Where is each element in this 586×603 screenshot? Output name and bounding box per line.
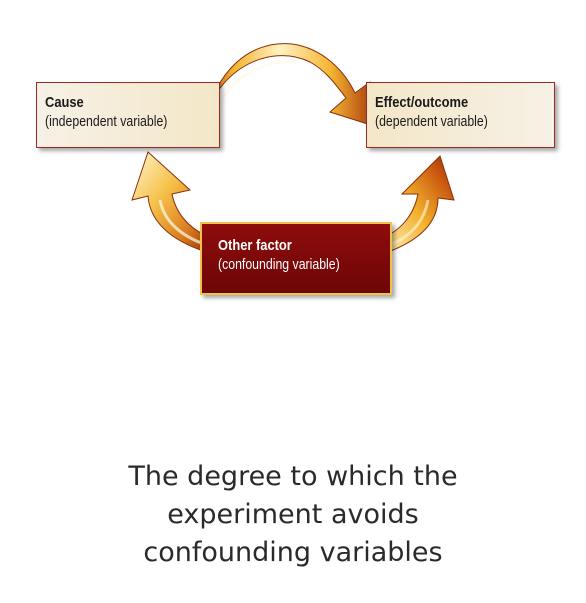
cause-title: Cause	[45, 94, 84, 111]
caption-line-1: The degree to which the	[128, 461, 458, 492]
caption-line-3: confounding variables	[143, 537, 443, 568]
confounder-box: Other factor (confounding variable)	[200, 222, 392, 295]
arrows-layer	[131, 43, 455, 253]
confounder-title: Other factor	[218, 237, 292, 254]
effect-title: Effect/outcome	[375, 94, 469, 111]
confounder-to-cause-arrow	[131, 151, 213, 253]
confounder-subtitle: (confounding variable)	[218, 256, 340, 273]
effect-box: Effect/outcome (dependent variable)	[366, 82, 555, 148]
caption-line-2: experiment avoids	[167, 499, 419, 530]
cause-box: Cause (independent variable)	[36, 82, 220, 148]
effect-subtitle: (dependent variable)	[375, 113, 488, 130]
cause-subtitle: (independent variable)	[45, 113, 168, 130]
confounder-to-effect-arrow	[381, 155, 455, 253]
cause-to-effect-arrow	[202, 43, 375, 131]
caption: The degree to which the experiment avoid…	[0, 458, 586, 572]
